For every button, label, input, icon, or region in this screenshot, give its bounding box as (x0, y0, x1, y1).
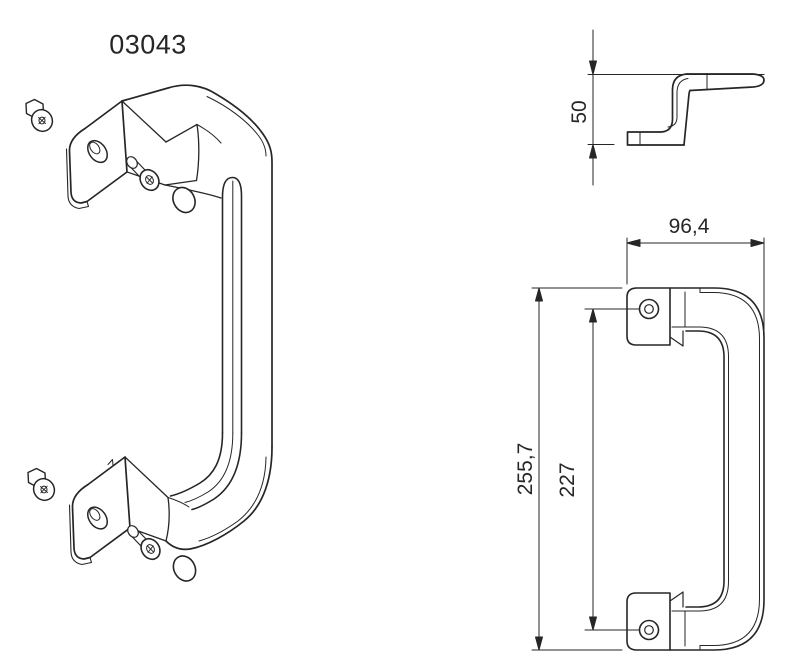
bracket-plate-top (65, 100, 128, 210)
handle-arm-bottom (124, 432, 273, 551)
end-cap-bottom (127, 525, 197, 582)
handle-arm-top (121, 84, 273, 448)
dim-label-side-height: 50 (568, 100, 591, 124)
front-view (531, 237, 765, 651)
end-cap-top (126, 156, 196, 214)
side-view (587, 29, 765, 186)
front-view-dimension-width (626, 237, 765, 334)
dim-label-front-overall-height: 255,7 (514, 442, 537, 496)
front-view-dimension-hole-spacing (584, 308, 640, 631)
side-view-part (626, 73, 765, 146)
bracket-plate-bottom (68, 456, 131, 566)
front-view-dimension-overall-height (531, 287, 623, 651)
part-number-label: 03043 (109, 29, 187, 60)
screw-bottom (27, 467, 56, 502)
screw-top (25, 98, 54, 133)
isometric-view (25, 84, 273, 582)
front-view-part (626, 287, 765, 651)
dim-label-front-hole-spacing: 227 (556, 462, 579, 498)
side-view-dimension-50 (587, 29, 765, 186)
dim-label-front-width: 96,4 (668, 215, 710, 238)
